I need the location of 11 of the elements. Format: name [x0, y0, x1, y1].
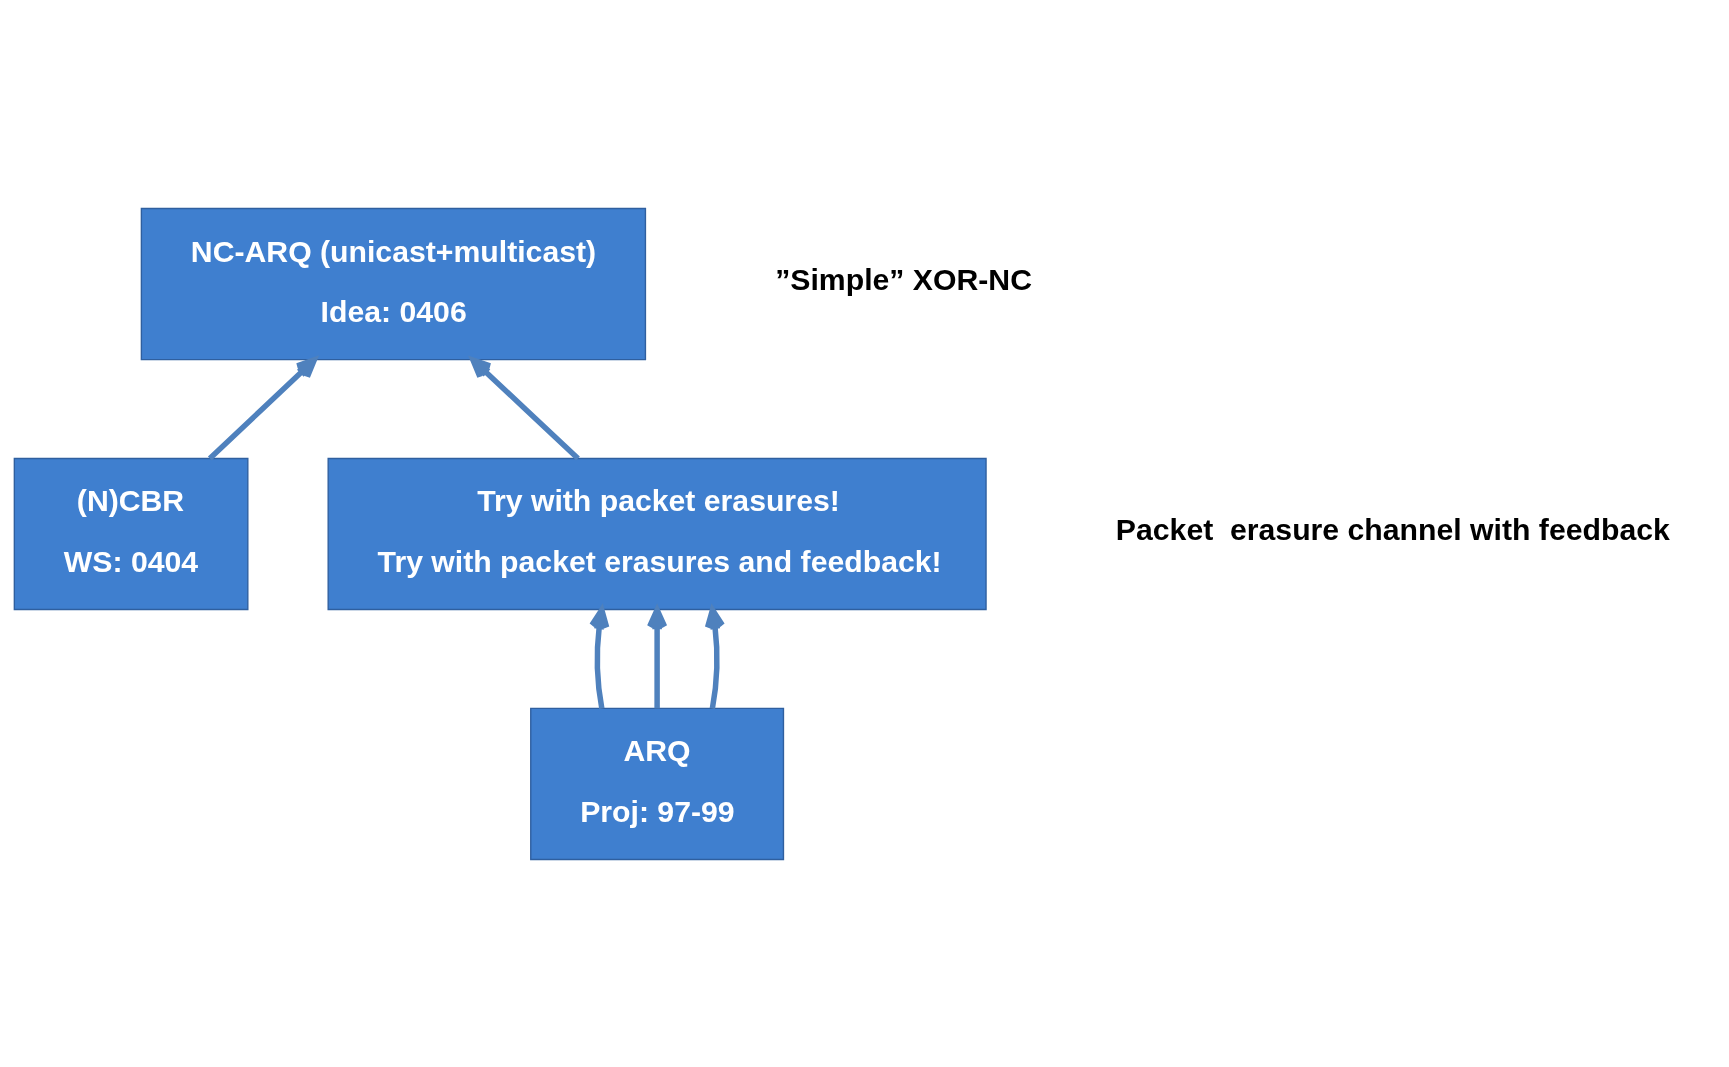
node-box: (N)CBR WS: 0404	[13, 457, 249, 610]
arrow	[646, 606, 668, 708]
label: Packet erasure channel with feedback	[1115, 512, 1670, 546]
label: ”Simple” XOR-NC	[775, 262, 1032, 296]
node-box: Try with packet erasures! Try with packet erasures and feedback!	[327, 457, 987, 610]
arrow	[589, 606, 610, 709]
arrow	[704, 606, 726, 709]
node-box: ARQ Proj: 97-99	[530, 707, 785, 860]
node-box: NC-ARQ (unicast+multicast) Idea: 0406	[140, 207, 647, 360]
arrow	[207, 356, 318, 460]
arrow	[470, 356, 580, 460]
